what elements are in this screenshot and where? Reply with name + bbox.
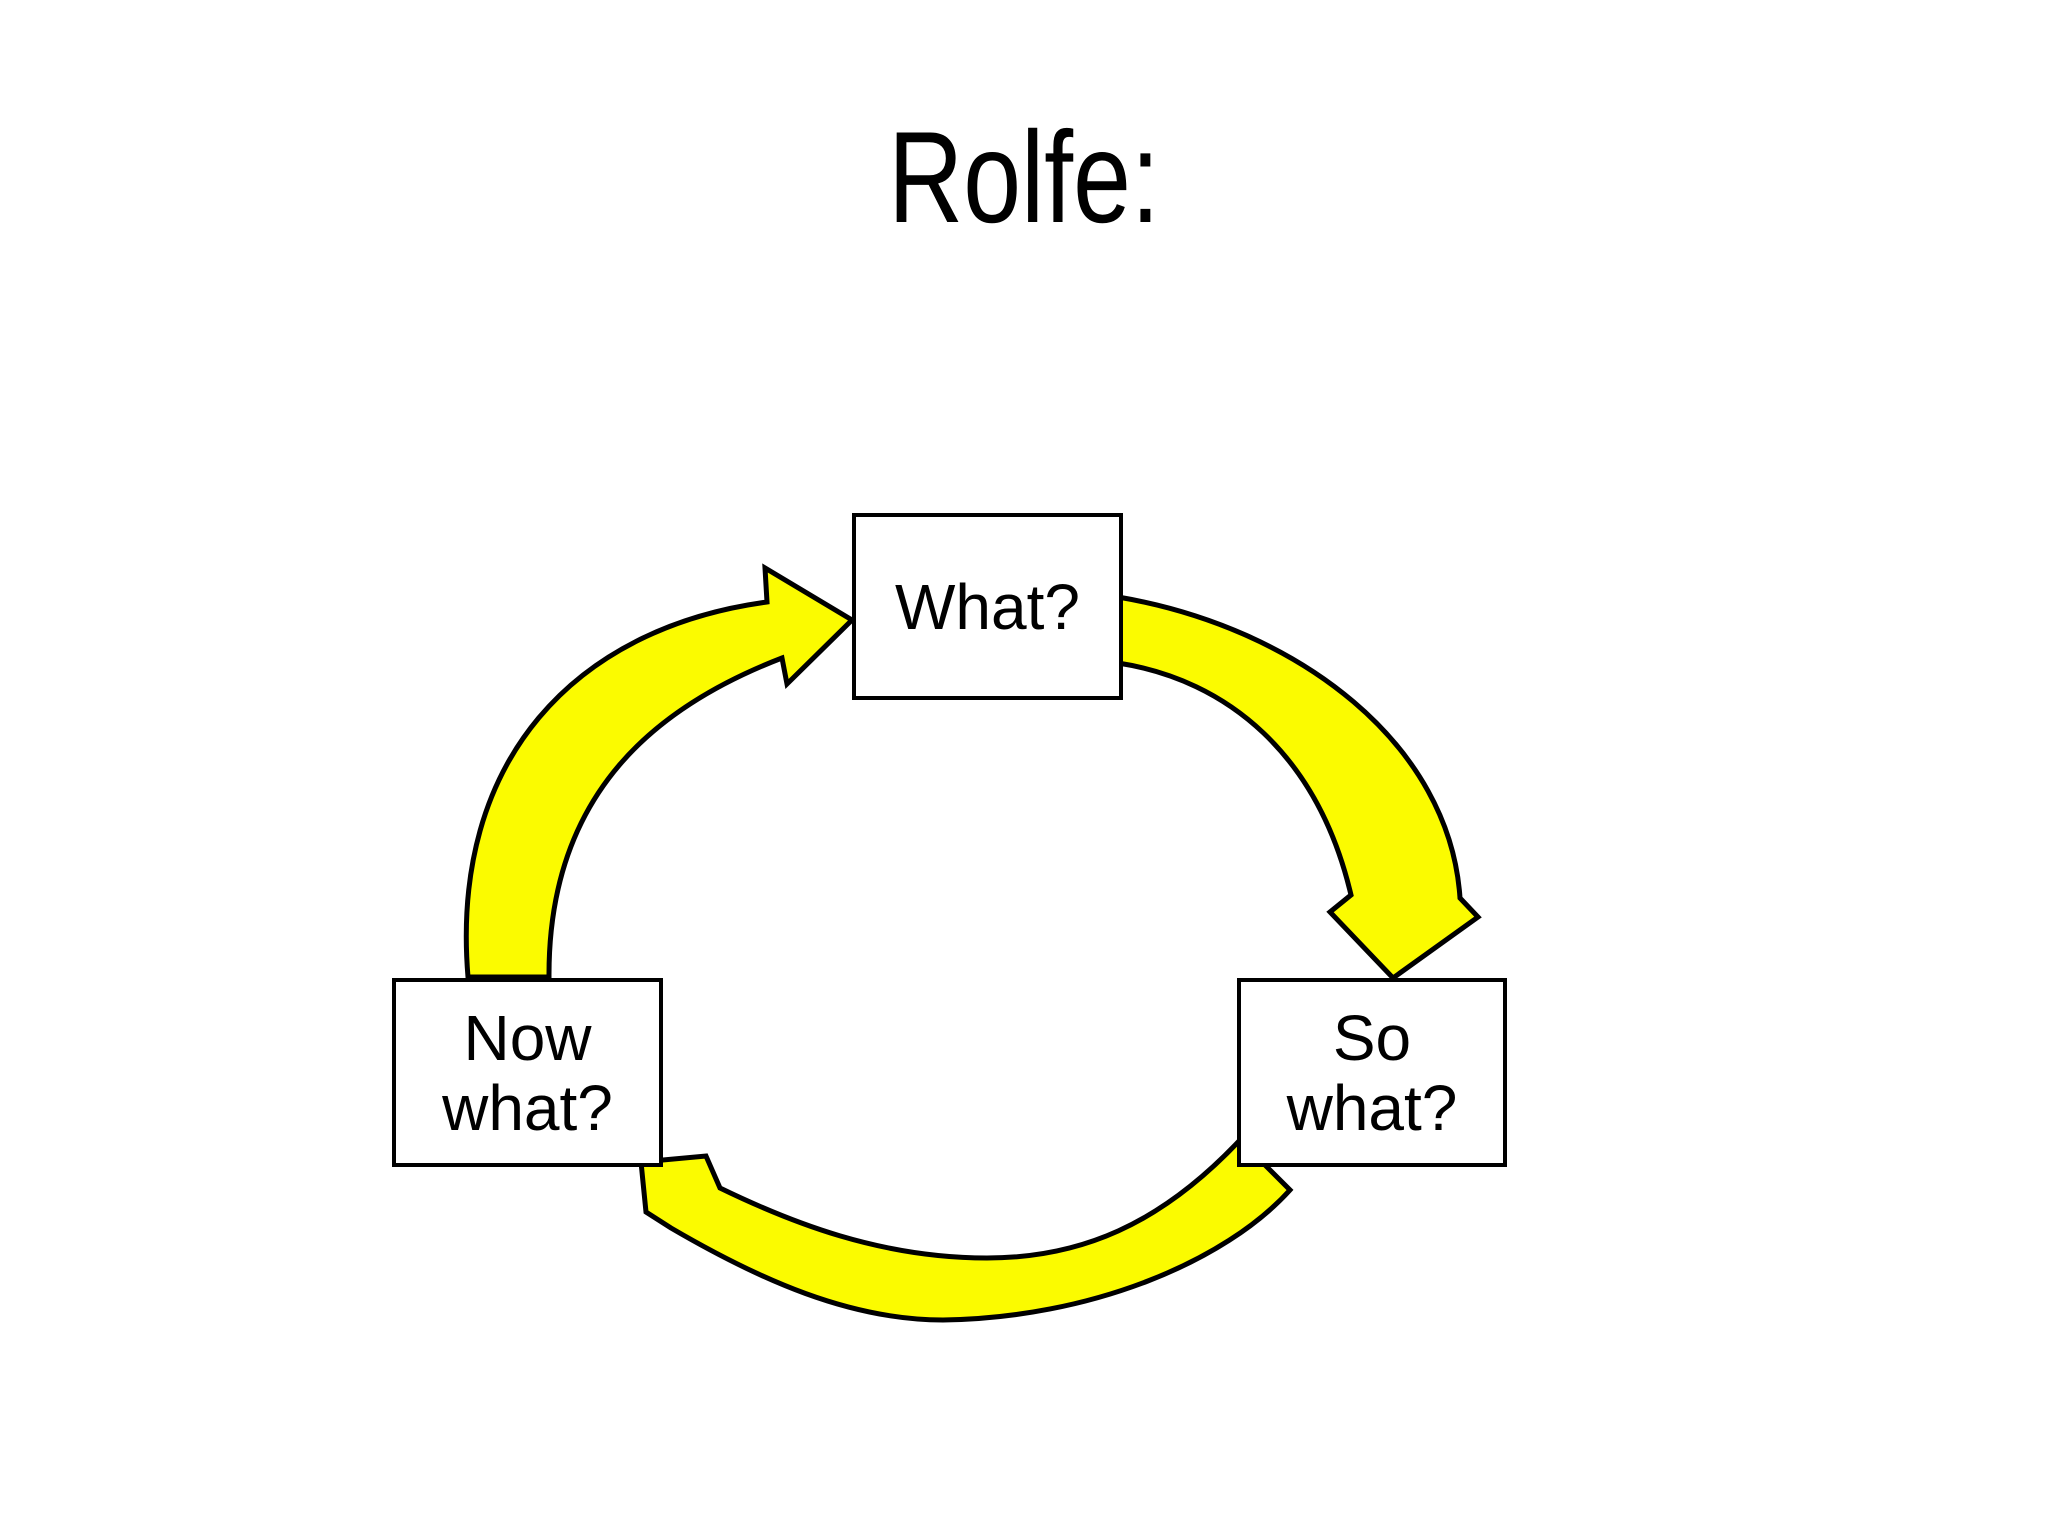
- box-what: What?: [852, 513, 1123, 700]
- slide-title: Rolfe:: [888, 104, 1160, 250]
- box-so-what-label-line2: what?: [1286, 1071, 1458, 1144]
- arrow-what-to-so-what: [1115, 594, 1482, 982]
- arrow-so-what-to-now-what: [638, 1136, 1294, 1323]
- box-now-what-label-line1: Now: [463, 1001, 592, 1074]
- box-so-what: So what?: [1237, 978, 1507, 1167]
- arrow-now-what-to-what: [463, 563, 857, 980]
- box-so-what-label-line1: So: [1332, 1001, 1412, 1074]
- box-now-what: Now what?: [392, 978, 663, 1167]
- box-what-label: What?: [895, 570, 1080, 643]
- box-now-what-label-line2: what?: [442, 1071, 613, 1144]
